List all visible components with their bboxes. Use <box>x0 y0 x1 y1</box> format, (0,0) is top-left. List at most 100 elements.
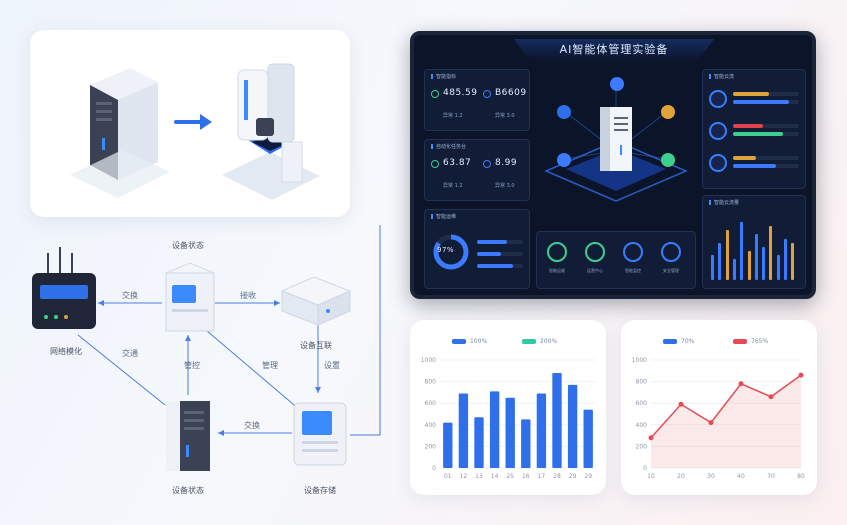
bar-legend-b: 200% <box>522 338 557 345</box>
automation-sub-1: 异常 1.2 <box>443 183 463 189</box>
y-tick-label: 200 <box>636 443 648 450</box>
traffic-bar <box>747 251 751 280</box>
bar-5 <box>521 419 531 468</box>
panel-automation: 自动化任务台 63.87 8.99 异常 1.2 异常 3.0 <box>424 139 530 201</box>
x-tick-label: 30 <box>707 473 715 480</box>
ops-icon[interactable] <box>547 242 567 262</box>
node-orb <box>661 105 675 119</box>
automation-sub-2: 异常 3.0 <box>495 183 515 189</box>
y-tick-label: 0 <box>643 465 647 472</box>
y-tick-label: 800 <box>636 379 648 386</box>
bar-4 <box>505 397 515 468</box>
panel-metrics-title: 智能指标 <box>431 73 456 80</box>
bottom-server-label: 设备状态 <box>172 486 204 495</box>
x-tick-label: 16 <box>522 473 530 480</box>
security-icon[interactable] <box>661 242 681 262</box>
x-tick-label: 17 <box>538 473 546 480</box>
x-tick-label: 80 <box>797 473 805 480</box>
cloud-bar <box>733 124 763 128</box>
traffic-bar <box>784 238 787 280</box>
x-tick-label: 28 <box>553 473 561 480</box>
edge-label-router-top: 交换 <box>122 291 138 300</box>
network-diagram <box>32 225 381 471</box>
edge-label-top-bottom: 管控 <box>184 361 200 370</box>
automation-value-1: 63.87 <box>443 158 472 168</box>
monitor-icon[interactable] <box>623 242 643 262</box>
cloud-bar <box>733 156 757 160</box>
traffic-bar <box>791 242 795 280</box>
hardware-card <box>30 30 350 217</box>
edge-label-bottom-terminal: 交换 <box>244 421 260 430</box>
traffic-bar <box>732 259 736 280</box>
bar-2 <box>474 417 484 468</box>
line-legend-b: 765% <box>733 338 768 345</box>
x-tick-label: 12 <box>460 473 468 480</box>
panel-cloud-title: 智能云流 <box>709 73 734 80</box>
panel-ops-title: 智能运维 <box>431 213 456 220</box>
terminal-icon <box>293 402 347 466</box>
metric-icon <box>483 160 491 168</box>
panel-automation-title: 自动化任务台 <box>431 143 466 150</box>
scanner-icon <box>222 63 320 200</box>
cloud-node-icon <box>709 90 727 108</box>
y-tick-label: 800 <box>425 379 437 386</box>
panel-cloud: 智能云流 <box>702 69 806 189</box>
panel-traffic-title: 智能云流量 <box>709 199 739 206</box>
arrow-right-icon <box>174 114 212 130</box>
gauge-ring <box>433 234 469 270</box>
center-icon[interactable] <box>585 242 605 262</box>
x-tick-label: 25 <box>506 473 514 480</box>
edge-label-right-terminal: 设置 <box>324 361 340 370</box>
x-tick-label: 10 <box>647 473 655 480</box>
line-area <box>651 375 801 468</box>
line-point-4 <box>768 394 774 400</box>
tile-label-ops: 智能运维 <box>549 268 565 273</box>
y-tick-label: 600 <box>425 400 437 407</box>
bar-legend-a: 100% <box>452 338 487 345</box>
line-point-2 <box>708 420 714 426</box>
tile-label-security: 安全管理 <box>663 268 679 273</box>
bar-9 <box>583 409 593 468</box>
top-server-label: 设备状态 <box>172 241 204 250</box>
line-point-1 <box>678 401 684 407</box>
y-tick-label: 400 <box>636 422 648 429</box>
line-point-5 <box>798 372 804 378</box>
metric-sub-2: 异常 3.0 <box>495 113 515 119</box>
router-icon <box>32 247 96 329</box>
x-tick-label: 20 <box>677 473 685 480</box>
metric-value-1: 485.59 <box>443 88 478 98</box>
x-tick-label: 70 <box>767 473 775 480</box>
router-label: 网络模化 <box>50 347 82 356</box>
gauge-value: 97% <box>437 246 455 254</box>
server-rack-icon <box>166 401 210 471</box>
y-tick-label: 0 <box>432 465 436 472</box>
traffic-bar <box>725 230 729 280</box>
server-status-icon <box>164 262 216 332</box>
bar-8 <box>567 384 578 468</box>
edge-label-top-terminal: 管理 <box>262 361 278 370</box>
bar-7 <box>552 372 562 468</box>
bar-6 <box>536 393 547 468</box>
central-server-visual <box>544 83 688 202</box>
terminal-label: 设备存储 <box>304 486 336 495</box>
traffic-bar <box>776 255 780 280</box>
cloud-bar <box>733 100 790 104</box>
network-device-icon <box>280 276 352 326</box>
metric-icon <box>431 160 439 168</box>
traffic-bar <box>711 255 714 280</box>
ops-bar <box>477 264 513 268</box>
hardware-illustration <box>70 63 320 200</box>
traffic-bar <box>718 242 722 280</box>
node-orb <box>610 77 624 91</box>
cloud-bar <box>733 164 776 168</box>
bar-0 <box>443 422 453 468</box>
device-right-label: 设备互联 <box>300 341 332 350</box>
ai-dashboard: AI智能体管理实验备 智能指标 485.59 B6609 异常 1.2 异常 3… <box>410 31 816 299</box>
panel-metrics: 智能指标 485.59 B6609 异常 1.2 异常 3.0 <box>424 69 530 131</box>
x-tick-label: 29 <box>584 473 592 480</box>
metric-icon <box>483 90 491 98</box>
traffic-bar <box>754 234 758 280</box>
